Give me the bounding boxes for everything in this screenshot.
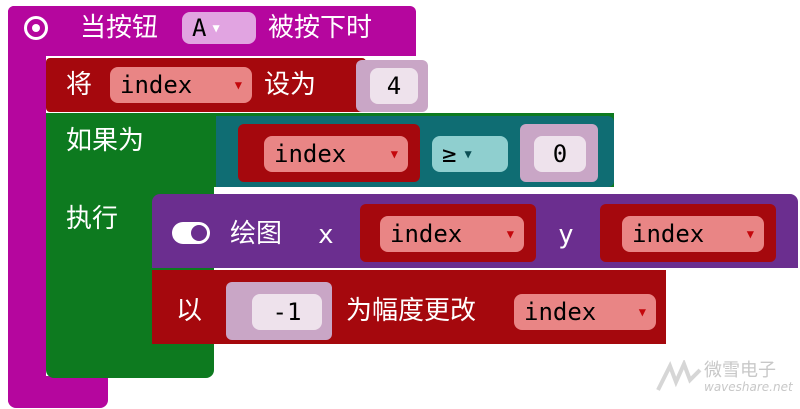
set-variable-name: index [120,71,193,99]
plot-x-dropdown[interactable]: index ▼ [380,216,524,252]
event-block-arm [8,6,46,406]
set-to-label: 设为 [264,70,317,100]
change-by-label: 以 [176,296,203,326]
operator-dropdown[interactable]: ≥ ▼ [432,136,508,172]
do-label: 执行 [66,204,119,234]
change-label: 为幅度更改 [346,296,477,326]
watermark-brand: 微雪电子 [704,360,776,381]
chevron-down-icon: ▼ [506,227,514,241]
operator-value: ≥ [442,140,457,168]
event-label-pressed: 被按下时 [268,13,373,43]
condition-right-input[interactable]: 0 [534,136,586,172]
event-block-foot [8,376,108,408]
plot-label: 绘图 [230,219,283,249]
chevron-down-icon: ▼ [212,21,220,35]
watermark-site: waveshare.net [704,380,793,394]
button-dropdown[interactable]: A ▼ [182,12,256,44]
condition-left-var: index [274,140,347,168]
plot-x-label: x [318,220,334,250]
chevron-down-icon: ▼ [390,147,398,161]
plot-y-label: y [558,220,574,250]
plot-y-dropdown[interactable]: index ▼ [622,216,764,252]
set-label: 将 [66,70,93,100]
plot-x-var: index [390,220,463,248]
plot-y-var: index [632,220,705,248]
set-value: 4 [386,72,402,100]
watermark: 微雪电子 waveshare.net [656,356,793,400]
condition-right-value: 0 [552,140,568,168]
change-variable-dropdown[interactable]: index ▼ [514,294,656,330]
chevron-down-icon: ▼ [746,227,754,241]
event-label-when: 当按钮 [80,13,159,43]
if-label: 如果为 [66,126,145,156]
button-value: A [192,14,207,42]
condition-left-dropdown[interactable]: index ▼ [264,136,408,172]
radio-button-icon [24,16,48,40]
waveshare-logo-icon [656,360,702,391]
chevron-down-icon: ▼ [464,147,472,161]
toggle-icon [172,222,210,244]
chevron-down-icon: ▼ [638,305,646,319]
change-amount-input[interactable]: -1 [252,294,322,330]
change-amount: -1 [272,298,302,326]
change-variable-name: index [524,298,597,326]
chevron-down-icon: ▼ [234,78,242,92]
set-value-input[interactable]: 4 [370,68,418,104]
set-variable-dropdown[interactable]: index ▼ [110,67,252,103]
